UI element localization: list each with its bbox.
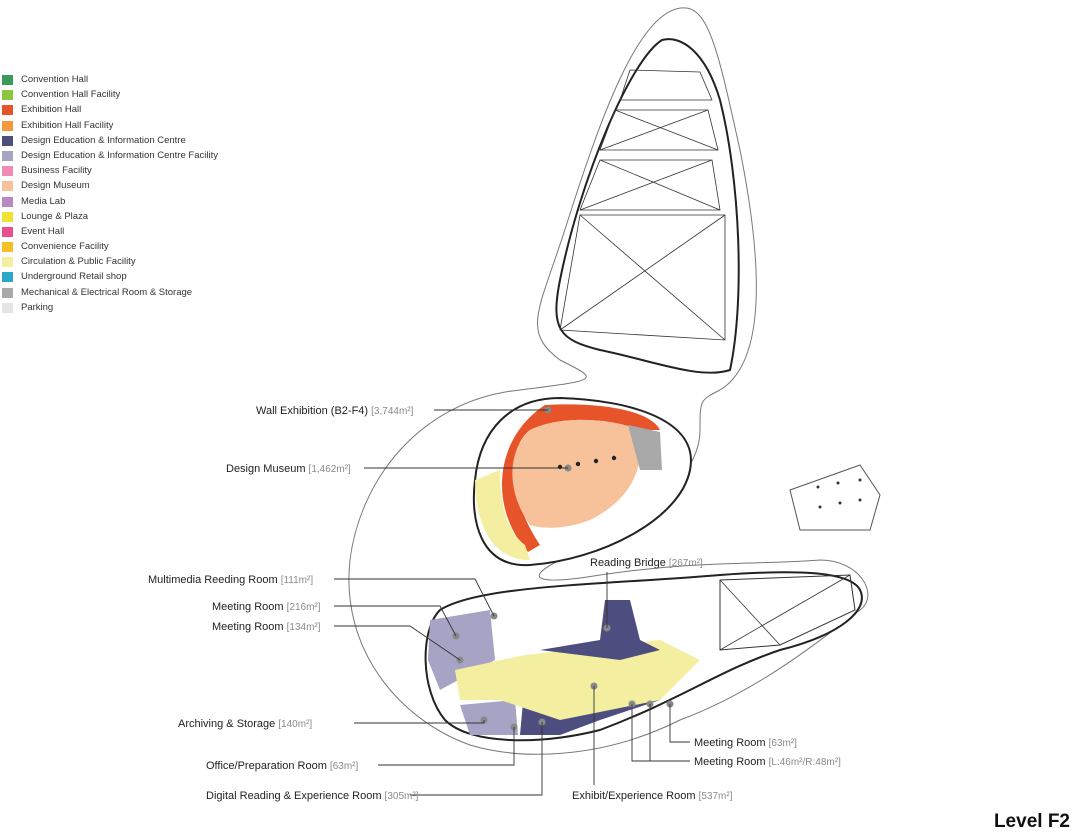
legend-item: Lounge & Plaza bbox=[2, 210, 232, 225]
legend-item: Convenience Facility bbox=[2, 240, 232, 255]
legend-item: Design Education & Information Centre bbox=[2, 134, 232, 149]
north-wing bbox=[555, 38, 740, 374]
legend-label: Underground Retail shop bbox=[21, 271, 127, 283]
legend-label: Lounge & Plaza bbox=[21, 210, 89, 222]
label-wall-exhibition: Wall Exhibition (B2-F4) [3,744m²] bbox=[256, 405, 414, 417]
legend-label: Exhibition Hall bbox=[21, 104, 82, 116]
legend-label: Convention Hall Facility bbox=[21, 89, 121, 101]
legend-label: Convenience Facility bbox=[21, 241, 109, 253]
label-design-museum: Design Museum [1,462m²] bbox=[226, 463, 351, 475]
lounge-circulation-zone bbox=[455, 640, 700, 720]
east-wing-structure bbox=[719, 574, 856, 651]
legend-swatch bbox=[2, 257, 13, 268]
legend-swatch bbox=[2, 287, 13, 298]
legend-item: Exhibition Hall bbox=[2, 103, 232, 118]
legend-swatch bbox=[2, 226, 13, 237]
legend-item: Media Lab bbox=[2, 195, 232, 210]
mep-zone-museum bbox=[628, 425, 662, 470]
label-meeting-lr: Meeting Room [L:46m²/R:48m²] bbox=[694, 756, 841, 768]
wall-exhibition-zone bbox=[502, 404, 660, 552]
label-reading-bridge: Reading Bridge [267m²] bbox=[590, 557, 703, 569]
legend-label: Circulation & Public Facility bbox=[21, 256, 136, 268]
east-island bbox=[789, 464, 881, 531]
legend-swatch bbox=[2, 135, 13, 146]
legend-label: Parking bbox=[21, 301, 54, 313]
legend-label: Event Hall bbox=[21, 225, 65, 237]
legend-swatch bbox=[2, 211, 13, 222]
label-exhibit-experience: Exhibit/Experience Room [537m²] bbox=[572, 790, 733, 802]
legend-swatch bbox=[2, 196, 13, 207]
legend-item: Convention Hall bbox=[2, 73, 232, 88]
east-island-points bbox=[816, 478, 862, 509]
legend-label: Business Facility bbox=[21, 165, 92, 177]
legend-item: Circulation & Public Facility bbox=[2, 255, 232, 270]
legend-label: Convention Hall bbox=[21, 74, 89, 85]
legend-item: Business Facility bbox=[2, 164, 232, 179]
legend-item: Underground Retail shop bbox=[2, 270, 232, 285]
legend-swatch bbox=[2, 150, 13, 161]
legend-item: Event Hall bbox=[2, 225, 232, 240]
legend-swatch bbox=[2, 75, 13, 85]
legend-label: Exhibition Hall Facility bbox=[21, 119, 114, 131]
legend-item: Mechanical & Electrical Room & Storage bbox=[2, 286, 232, 301]
label-meeting-63: Meeting Room [63m²] bbox=[694, 737, 797, 749]
legend-swatch bbox=[2, 272, 13, 283]
label-digital-reading: Digital Reading & Experience Room [305m²… bbox=[206, 790, 419, 802]
education-facility-zone bbox=[428, 610, 495, 690]
label-office-prep: Office/Preparation Room [63m²] bbox=[206, 760, 358, 772]
legend-label: Mechanical & Electrical Room & Storage bbox=[21, 286, 193, 298]
legend-swatch bbox=[2, 242, 13, 253]
circulation-zone-museum bbox=[475, 470, 530, 560]
callout-leaders bbox=[334, 409, 690, 796]
legend-item: Convention Hall Facility bbox=[2, 88, 232, 103]
legend-item: Exhibition Hall Facility bbox=[2, 119, 232, 134]
design-museum-zone bbox=[512, 419, 641, 528]
level-title: Level F2 bbox=[993, 811, 1070, 832]
legend-swatch bbox=[2, 90, 13, 101]
legend-swatch bbox=[2, 181, 13, 192]
label-archiving: Archiving & Storage [140m²] bbox=[178, 718, 312, 730]
building-outline bbox=[348, 7, 869, 755]
legend-swatch bbox=[2, 166, 13, 177]
legend-item: Parking bbox=[2, 301, 232, 316]
north-wing-structure bbox=[559, 69, 726, 341]
legend-label: Design Education & Information Centre Fa… bbox=[21, 149, 218, 161]
reading-bridge-zone bbox=[540, 600, 660, 660]
label-multimedia-reading: Multimedia Reeding Room [111m²] bbox=[148, 574, 313, 586]
legend-label: Design Museum bbox=[21, 180, 90, 192]
archiving-zone bbox=[460, 700, 518, 735]
legend-swatch bbox=[2, 105, 13, 116]
label-meeting-216: Meeting Room [216m²] bbox=[212, 601, 321, 613]
legend-swatch bbox=[2, 302, 13, 313]
legend-swatch bbox=[2, 120, 13, 131]
legend-label: Media Lab bbox=[21, 195, 66, 207]
legend-item: Design Education & Information Centre Fa… bbox=[2, 149, 232, 164]
label-meeting-134: Meeting Room [134m²] bbox=[212, 621, 321, 633]
legend-label: Design Education & Information Centre bbox=[21, 134, 186, 146]
legend-item: Design Museum bbox=[2, 179, 232, 194]
